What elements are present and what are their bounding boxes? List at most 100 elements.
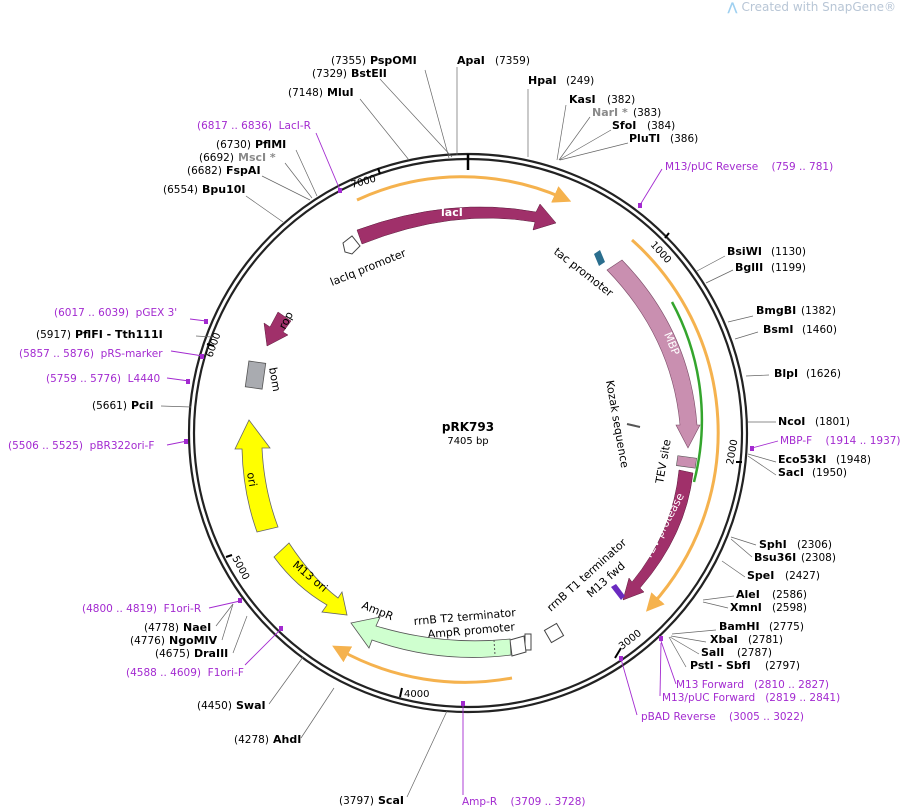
site-AleI[interactable]: AleI (2586) [736, 588, 807, 601]
primer-M13-pUC-Reverse[interactable]: M13/pUC Reverse (759 .. 781) [665, 161, 833, 173]
site-NgoMIV[interactable]: (4776) NgoMIV [130, 634, 218, 647]
site-pos-XmnI: (2598) [772, 602, 807, 614]
site-Eco53kI[interactable]: Eco53kI (1948) [778, 453, 871, 466]
tick-4000: 4000 [399, 687, 429, 700]
tick-label-1000: 1000 [648, 240, 673, 266]
site-name-ApaI: ApaI [457, 54, 485, 67]
feature-TEV-protease[interactable]: TEV protease [622, 469, 694, 601]
site-KasI[interactable]: KasI (382) [569, 93, 635, 106]
green-arc-right [670, 301, 704, 483]
site-pos-BglII: (1199) [771, 262, 806, 274]
primer-Amp-R[interactable]: Amp-R (3709 .. 3728) [462, 796, 586, 808]
primer-marks [184, 188, 754, 706]
feature-label-bom: bom [266, 366, 283, 392]
site-FspAI[interactable]: (6682) FspAI [187, 164, 261, 177]
primer-M13-pUC-Forward[interactable]: M13/pUC Forward (2819 .. 2841) [662, 692, 840, 704]
feature-M13-ori[interactable]: M13 ori [273, 542, 348, 616]
feature-lacIq-promoter[interactable]: lacIq promoter [328, 235, 408, 289]
site-Bpu10I[interactable]: (6554) Bpu10I [163, 183, 246, 196]
site-SwaI[interactable]: (4450) SwaI [197, 699, 266, 712]
site-name-BsmI: BsmI [763, 323, 794, 336]
site-name-MluI: MluI [327, 86, 354, 99]
site-name-BlpI: BlpI [774, 367, 798, 380]
feature-kozak-sequence[interactable]: Kozak sequence [603, 379, 641, 469]
site-name-BamHI: BamHI [719, 620, 760, 633]
site-name-BsiWI: BsiWI [727, 245, 762, 258]
primer-F1ori-R[interactable]: (4800 .. 4819) F1ori-R [82, 603, 201, 615]
feature-label-ori: ori [244, 471, 259, 487]
site-MscI[interactable]: (6692) MscI * [199, 151, 276, 164]
site-PflFI-Tth111I[interactable]: (5917) PflFI - Tth111I [36, 328, 163, 341]
site-SacI[interactable]: SacI (1950) [778, 466, 847, 479]
site-PstI-SbfI[interactable]: PstI - SbfI (2797) [690, 659, 800, 672]
primer-MBP-F[interactable]: MBP-F (1914 .. 1937) [780, 435, 901, 447]
site-NarI[interactable]: NarI * (383) [592, 106, 661, 119]
site-pos-SphI: (2306) [797, 539, 832, 551]
site-pos-MluI: (7148) [288, 87, 323, 99]
primer-pBR322ori-F[interactable]: (5506 .. 5525) pBR322ori-F [8, 440, 154, 452]
primer-pGEX-3[interactable]: (6017 .. 6039) pGEX 3' [54, 307, 177, 319]
site-name-NaeI: NaeI [183, 621, 211, 634]
primer-L4440[interactable]: (5759 .. 5776) L4440 [46, 373, 160, 385]
primer-M13-Forward[interactable]: M13 Forward (2810 .. 2827) [676, 679, 829, 691]
primer-pRS-marker[interactable]: (5857 .. 5876) pRS-marker [19, 348, 163, 360]
site-PspOMI[interactable]: (7355) PspOMI [331, 54, 417, 67]
feature-MBP[interactable]: MBP [606, 259, 701, 449]
site-name-PstI: PstI - SbfI [690, 659, 751, 672]
site-PluTI[interactable]: PluTI (386) [629, 132, 698, 145]
site-SpeI[interactable]: SpeI (2427) [747, 569, 820, 582]
site-HpaI[interactable]: HpaI (249) [528, 74, 594, 87]
feature-ori[interactable]: ori [234, 419, 279, 533]
site-BsiWI[interactable]: BsiWI (1130) [727, 245, 806, 258]
site-name-NcoI: NcoI [778, 415, 805, 428]
site-BglII[interactable]: BglII (1199) [735, 261, 806, 274]
feature-tac-promoter[interactable]: tac promoter [551, 245, 616, 300]
site-name-Bpu10I: Bpu10I [202, 183, 246, 196]
site-pos-BsiWI: (1130) [771, 246, 806, 258]
feature-rop[interactable]: rop [263, 309, 296, 347]
primer-F1ori-F[interactable]: (4588 .. 4609) F1ori-F [126, 667, 244, 679]
site-PciI[interactable]: (5661) PciI [92, 399, 153, 412]
site-pos-BstEII: (7329) [312, 68, 347, 80]
site-pos-AleI: (2586) [772, 589, 807, 601]
site-Bsu36I[interactable]: Bsu36I (2308) [754, 551, 836, 564]
site-XbaI[interactable]: XbaI (2781) [710, 633, 783, 646]
primer-LacI-R[interactable]: (6817 .. 6836) LacI-R [197, 120, 311, 132]
site-BlpI[interactable]: BlpI (1626) [774, 367, 841, 380]
site-ApaI[interactable]: ApaI (7359) [457, 54, 530, 67]
site-name-AhdI: AhdI [273, 733, 301, 746]
site-SalI[interactable]: SalI (2787) [701, 646, 772, 659]
site-name-XmnI: XmnI [730, 601, 762, 614]
site-pos-ScaI: (3797) [339, 795, 374, 807]
site-PflMI[interactable]: (6730) PflMI [216, 138, 286, 151]
site-name-PspOMI: PspOMI [370, 54, 417, 67]
site-BsmI[interactable]: BsmI (1460) [763, 323, 837, 336]
orange-arc-bottom [332, 645, 513, 684]
site-ScaI[interactable]: (3797) ScaI [339, 794, 404, 807]
site-BamHI[interactable]: BamHI (2775) [719, 620, 804, 633]
feature-bom[interactable]: bom [244, 360, 283, 393]
site-name-PflMI: PflMI [255, 138, 286, 151]
site-AhdI[interactable]: (4278) AhdI [234, 733, 301, 746]
site-name-SacI: SacI [778, 466, 804, 479]
site-SfoI[interactable]: SfoI (384) [612, 119, 675, 132]
site-name-BmgBI: BmgBI [756, 304, 796, 317]
orange-arc-right [631, 238, 720, 612]
primer-pBAD-Reverse[interactable]: pBAD Reverse (3005 .. 3022) [641, 711, 804, 723]
site-name-SfoI: SfoI [612, 119, 636, 132]
feature-lacI[interactable]: lacI [356, 203, 557, 245]
site-NaeI[interactable]: (4778) NaeI [144, 621, 211, 634]
orange-arc-top [356, 175, 572, 203]
tick-label-5000: 5000 [229, 554, 251, 582]
site-name-SphI: SphI [759, 538, 787, 551]
site-name-SwaI: SwaI [236, 699, 266, 712]
site-NcoI[interactable]: NcoI (1801) [778, 415, 850, 428]
site-BstEII[interactable]: (7329) BstEII [312, 67, 387, 80]
site-MluI[interactable]: (7148) MluI [288, 86, 354, 99]
site-pos-HpaI: (249) [566, 75, 594, 87]
site-XmnI[interactable]: XmnI (2598) [730, 601, 807, 614]
site-SphI[interactable]: SphI (2306) [759, 538, 832, 551]
site-name-NarI: NarI * [592, 106, 628, 119]
site-BmgBI[interactable]: BmgBI (1382) [756, 304, 836, 317]
site-DraIII[interactable]: (4675) DraIII [155, 647, 228, 660]
